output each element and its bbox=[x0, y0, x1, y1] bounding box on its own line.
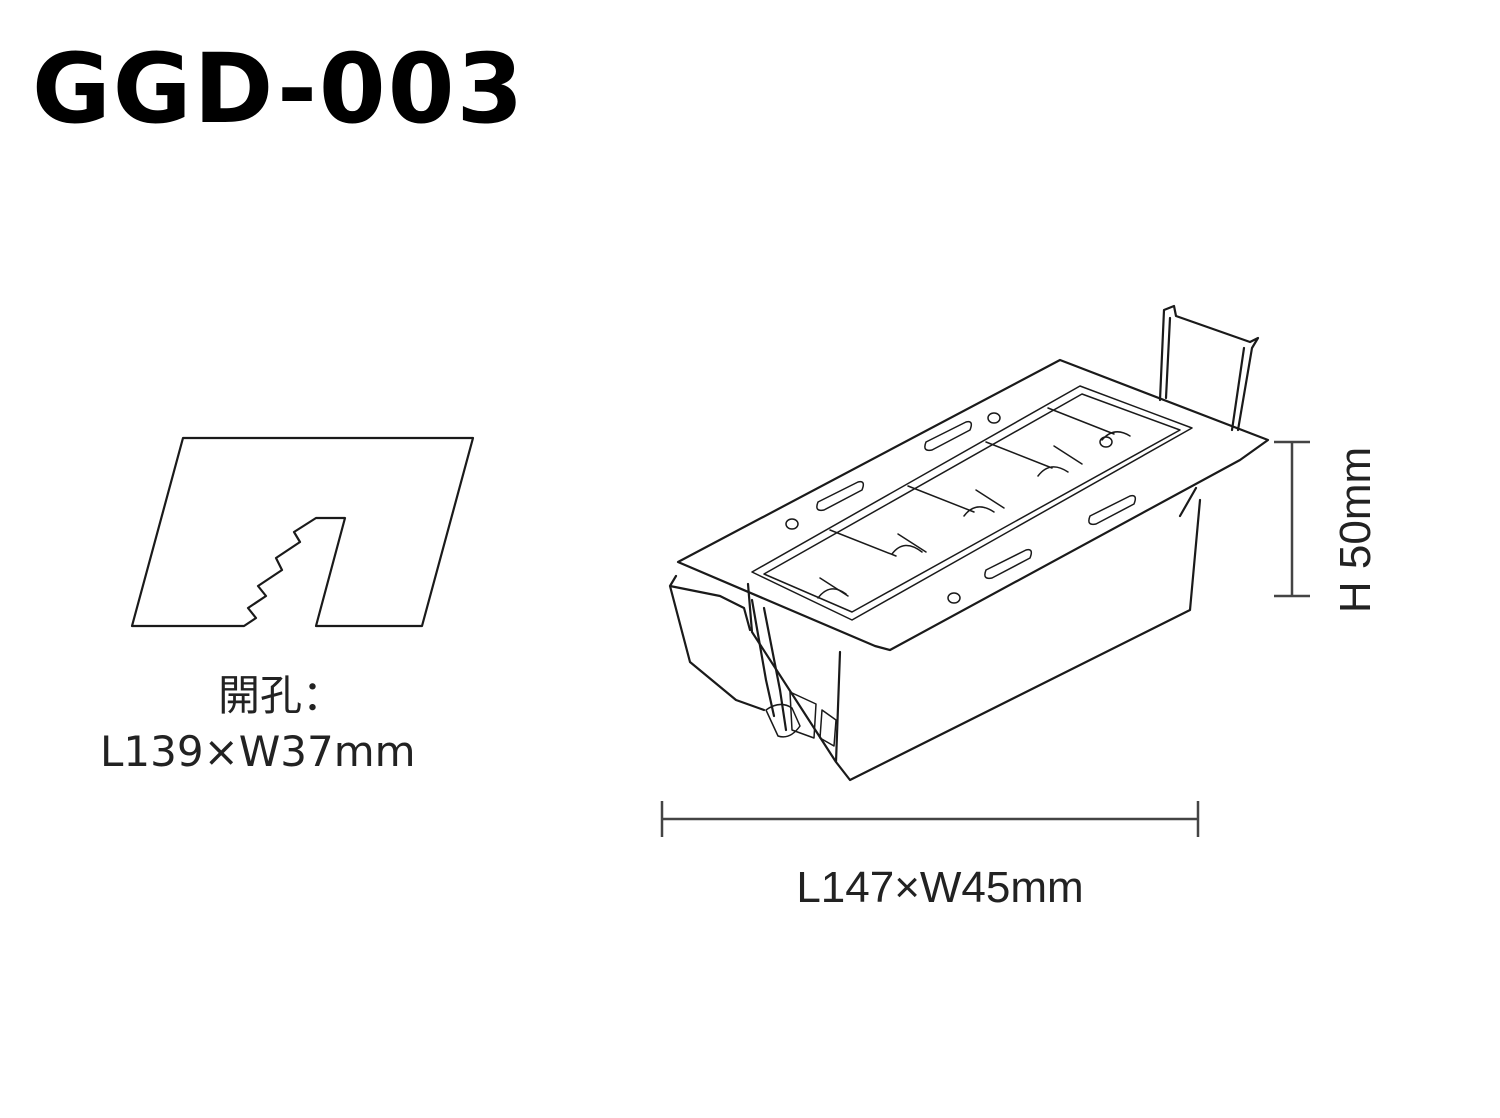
flange-slots bbox=[816, 420, 1137, 580]
model-title: GGD-003 bbox=[32, 33, 526, 145]
cutout-outline bbox=[130, 436, 475, 628]
top-flange bbox=[676, 358, 1270, 652]
front-spring bbox=[668, 574, 788, 732]
cutout-dimensions: L139×W37mm bbox=[100, 727, 416, 776]
height-label-wrap: H 50mm bbox=[1326, 430, 1386, 630]
product-drawing bbox=[668, 304, 1270, 782]
cutout-label: 開孔： L139×W37mm bbox=[100, 668, 520, 780]
height-label: H 50mm bbox=[1331, 446, 1380, 614]
cutout-diagram bbox=[130, 436, 475, 628]
lens-arcs bbox=[817, 431, 1131, 599]
cutout-title: 開孔： bbox=[218, 671, 345, 720]
housing-body bbox=[746, 486, 1202, 782]
flange-holes bbox=[785, 412, 1113, 604]
rear-spring bbox=[1158, 304, 1260, 432]
height-dimension-line bbox=[1274, 440, 1310, 598]
length-dimension-line bbox=[660, 801, 1200, 837]
front-clip bbox=[765, 691, 837, 747]
module-frame bbox=[751, 385, 1193, 621]
length-width-label: L147×W45mm bbox=[796, 863, 1084, 912]
cell-dividers bbox=[819, 407, 1115, 597]
module-frame-inner bbox=[763, 393, 1181, 613]
